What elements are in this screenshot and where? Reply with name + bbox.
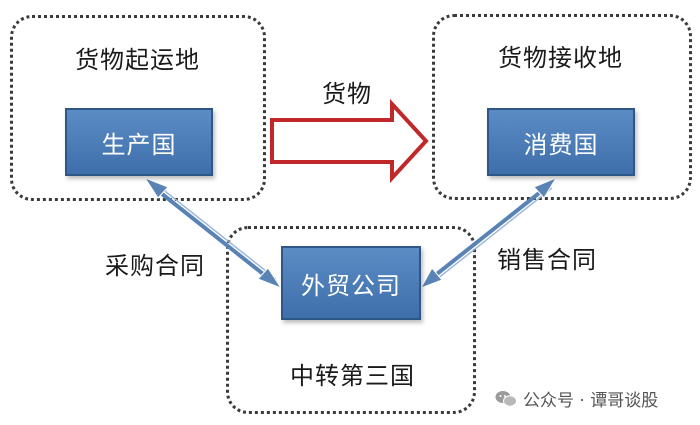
origin-region-title: 货物起运地	[75, 46, 200, 74]
goods-flow-label: 货物	[322, 80, 372, 108]
transit-region	[226, 226, 476, 414]
purchase-contract-arrow	[143, 176, 283, 290]
chat-bubbles-icon	[495, 390, 517, 408]
producer-node: 生产国	[65, 108, 213, 176]
transit-region-title: 中转第三国	[290, 362, 415, 390]
goods-flow-arrow	[270, 98, 429, 184]
purchase-contract-label: 采购合同	[105, 252, 205, 280]
watermark-text: 公众号 · 谭哥谈股	[523, 391, 659, 411]
destination-region-title: 货物接收地	[498, 44, 623, 72]
watermark: 公众号 · 谭哥谈股	[495, 386, 658, 411]
sales-contract-label: 销售合同	[497, 246, 597, 274]
origin-region	[10, 15, 266, 201]
trade-company-node: 外贸公司	[281, 246, 421, 320]
destination-region	[432, 14, 692, 200]
consumer-node: 消费国	[487, 108, 635, 176]
sales-contract-arrow	[419, 176, 558, 289]
